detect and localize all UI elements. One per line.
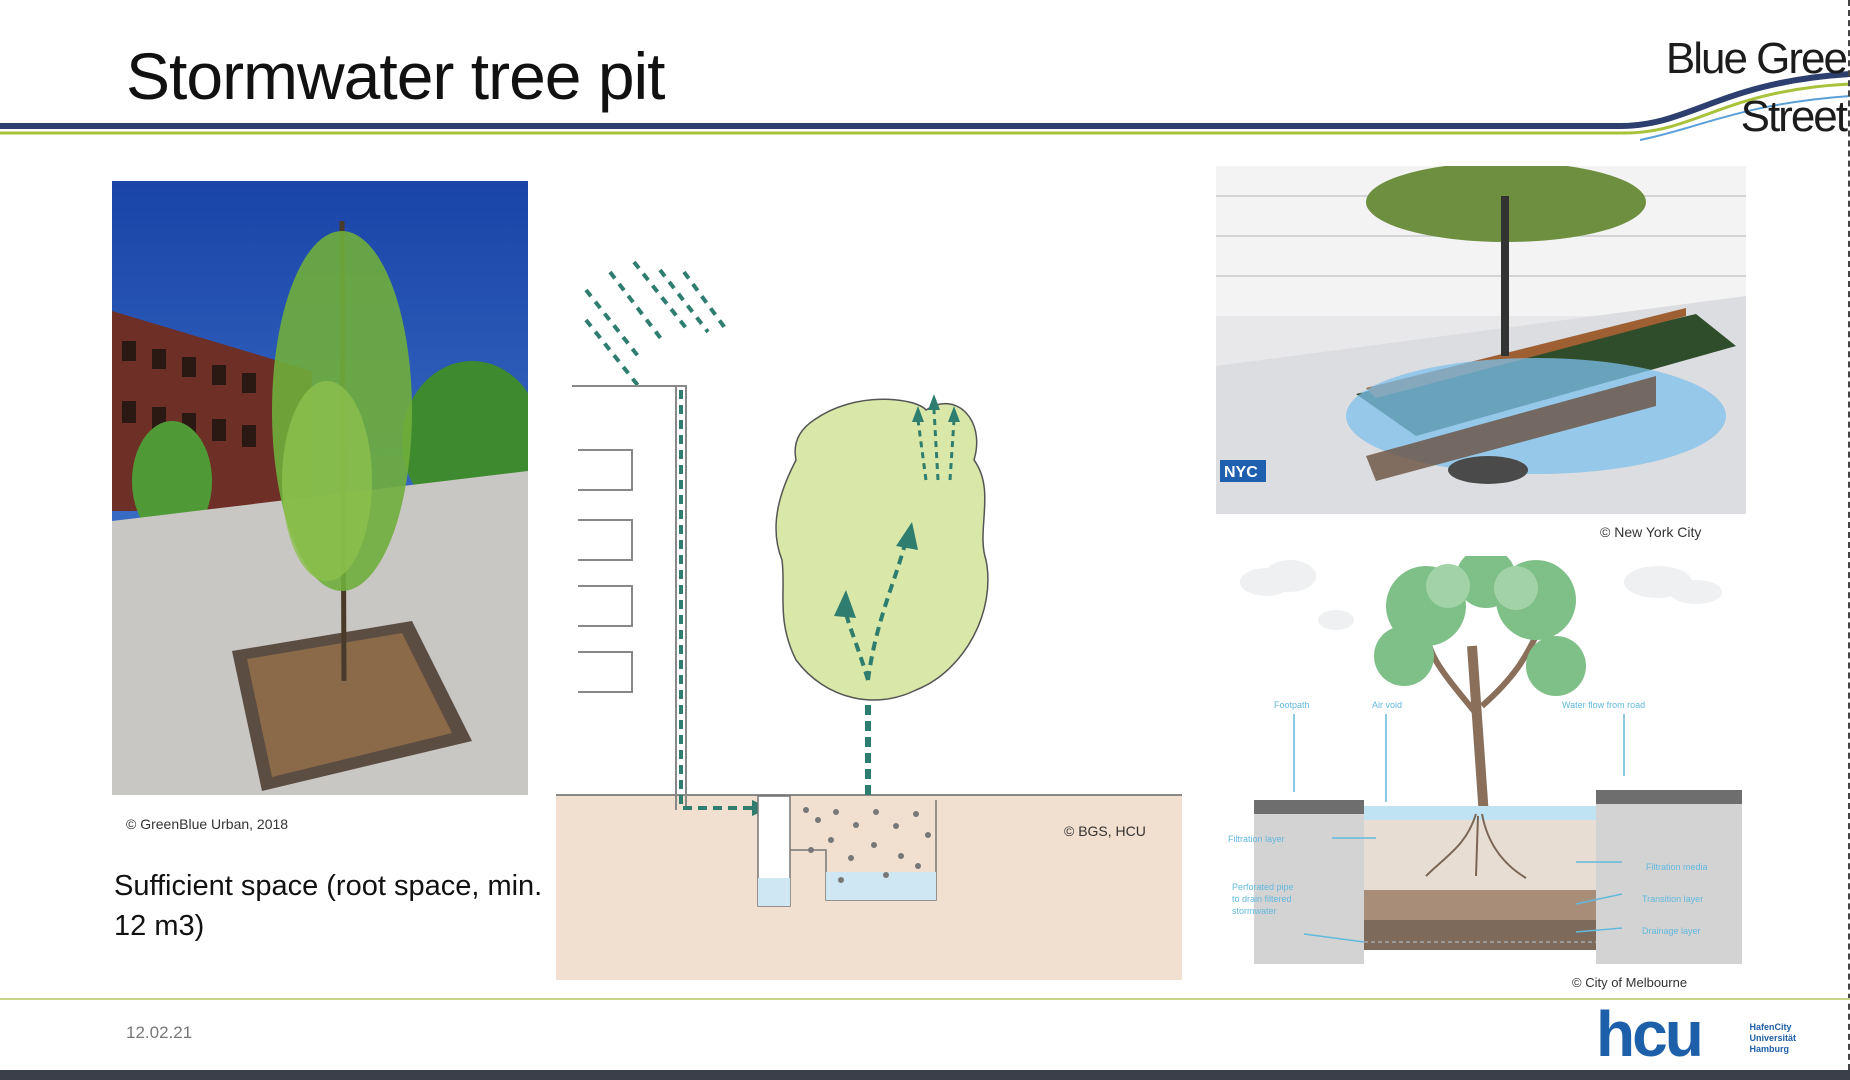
page-edge-divider: [1846, 0, 1850, 1080]
label-filtration-media: Filtration media: [1646, 862, 1708, 872]
label-perforated-pipe-2: to drain filtered: [1232, 894, 1292, 904]
slide-title: Stormwater tree pit: [126, 39, 666, 113]
footer-line: [0, 998, 1850, 1000]
render-credit: © New York City: [1600, 524, 1702, 540]
label-footpath: Footpath: [1274, 700, 1310, 710]
body-text: Sufficient space (root space, min. 12 m3…: [114, 870, 543, 942]
diagram-credit-melbourne: © City of Melbourne: [1572, 975, 1688, 990]
root-zone-gravel: [803, 807, 931, 883]
label-filtration-layer: Filtration layer: [1228, 834, 1285, 844]
tree-pit-diagram: © BGS, HCU: [556, 260, 1182, 980]
diagram-credit: © BGS, HCU: [1064, 823, 1146, 839]
header-swoosh: [0, 71, 1850, 141]
project-logo-line2: Street: [1740, 92, 1848, 141]
transpiration-arrows: [916, 409, 956, 481]
label-perforated-pipe-3: stormwater: [1232, 906, 1277, 916]
hcu-university-name: HafenCity Universität Hamburg: [1749, 1022, 1796, 1054]
rain-arrows: [584, 260, 730, 390]
label-drainage-layer: Drainage layer: [1642, 926, 1701, 936]
building-windows: [578, 449, 633, 693]
downpipe-flow-arrow: [679, 390, 758, 810]
project-logo-line1: Blue Gree: [1665, 34, 1848, 83]
nyc-logo-text: NYC: [1224, 464, 1258, 481]
label-transition-layer: Transition layer: [1642, 894, 1703, 904]
tree-canopy: [1374, 556, 1586, 696]
street-tree-photo: [112, 181, 528, 795]
clouds: [1240, 560, 1722, 630]
photo-credit: © GreenBlue Urban, 2018: [126, 816, 289, 832]
tree-canopy: [775, 398, 989, 701]
nyc-rain-garden-render: NYC: [1216, 166, 1746, 514]
label-perforated-pipe-1: Perforated pipe: [1232, 882, 1294, 892]
slide-date: 12.02.21: [126, 1023, 193, 1042]
label-water-flow: Water flow from road: [1562, 700, 1645, 710]
melbourne-tree-pit-diagram: Footpath Air void Water flow from road F…: [1228, 556, 1742, 964]
label-air-void: Air void: [1372, 700, 1402, 710]
bottom-bar: [0, 1070, 1850, 1080]
hcu-logo: hcu: [1596, 998, 1704, 1070]
